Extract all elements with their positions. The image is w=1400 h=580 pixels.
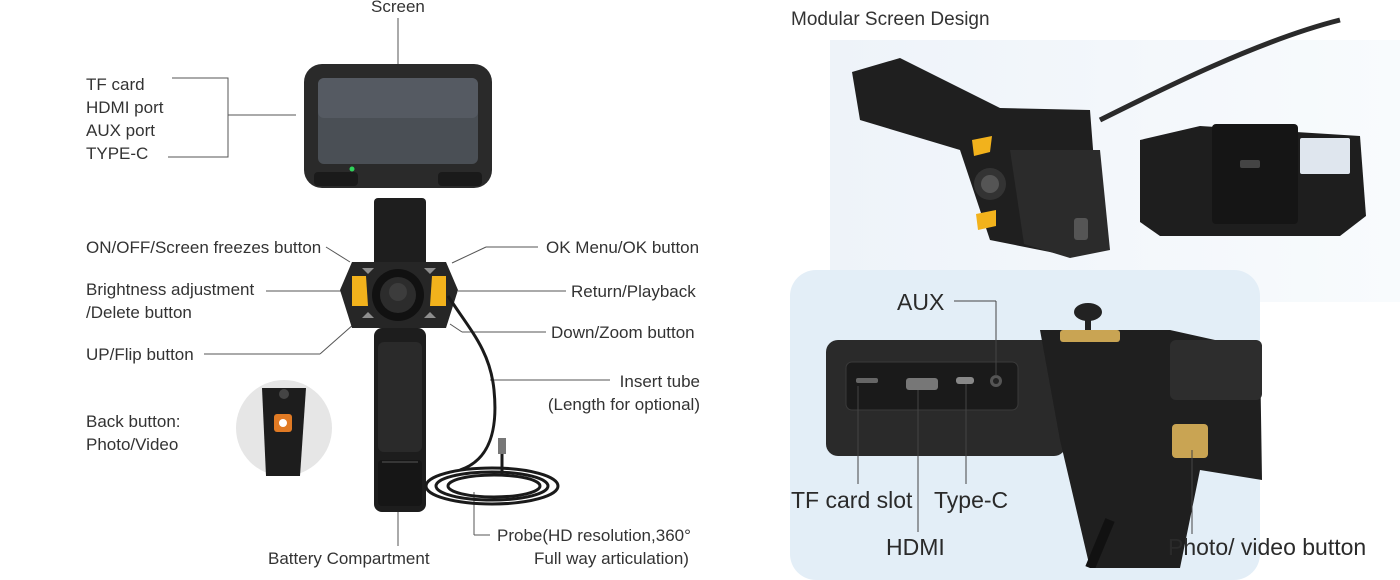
type-c-label: Type-C bbox=[934, 487, 1009, 513]
hdmi-label: HDMI bbox=[886, 534, 945, 560]
handle bbox=[374, 328, 426, 512]
port-label-aux: AUX port bbox=[86, 121, 155, 140]
port-label-type-c: TYPE-C bbox=[86, 144, 149, 163]
back-button-label-line2: Photo/Video bbox=[86, 435, 179, 454]
port-label-tf-card: TF card bbox=[86, 75, 145, 94]
modular-dock bbox=[1140, 124, 1366, 236]
ports-closeup-image bbox=[826, 300, 1262, 568]
probe-label-line1: Probe(HD resolution,360° bbox=[497, 526, 691, 545]
modular-handle bbox=[852, 58, 1110, 258]
probe-tip bbox=[498, 438, 506, 454]
brightness-label-line1: Brightness adjustment bbox=[86, 280, 255, 299]
screen-label: Screen bbox=[371, 0, 425, 16]
screen-mount bbox=[374, 198, 426, 268]
modular-screen-image bbox=[830, 17, 1400, 302]
on-off-label: ON/OFF/Screen freezes button bbox=[86, 238, 322, 257]
up-flip-label: UP/Flip button bbox=[86, 345, 194, 364]
insert-tube-label-line1: Insert tube bbox=[619, 372, 700, 391]
back-button-closeup bbox=[236, 380, 332, 476]
ports-leader-lines bbox=[857, 300, 1193, 534]
back-button-label-line1: Back button: bbox=[86, 412, 181, 431]
brightness-label-line2: /Delete button bbox=[86, 303, 192, 322]
insert-tube-label-line2: (Length for optional) bbox=[547, 395, 700, 414]
control-head bbox=[340, 262, 458, 328]
ports-device-body bbox=[826, 303, 1262, 568]
down-zoom-label: Down/Zoom button bbox=[551, 323, 695, 342]
battery-label: Battery Compartment bbox=[268, 549, 430, 568]
leader-lines bbox=[168, 18, 610, 546]
photo-video-button-label: Photo/ video button bbox=[1168, 534, 1367, 560]
device-diagram bbox=[168, 18, 610, 546]
insert-tube bbox=[424, 295, 560, 506]
aux-label: AUX bbox=[897, 289, 945, 315]
screen-unit bbox=[304, 64, 492, 188]
ok-menu-label: OK Menu/OK button bbox=[546, 238, 700, 257]
return-playback-label: Return/Playback bbox=[571, 282, 696, 301]
modular-screen-title: Modular Screen Design bbox=[791, 9, 990, 30]
probe-label-line2: Full way articulation) bbox=[534, 549, 689, 568]
tf-slot-label: TF card slot bbox=[791, 487, 913, 513]
port-label-hdmi: HDMI port bbox=[86, 98, 164, 117]
